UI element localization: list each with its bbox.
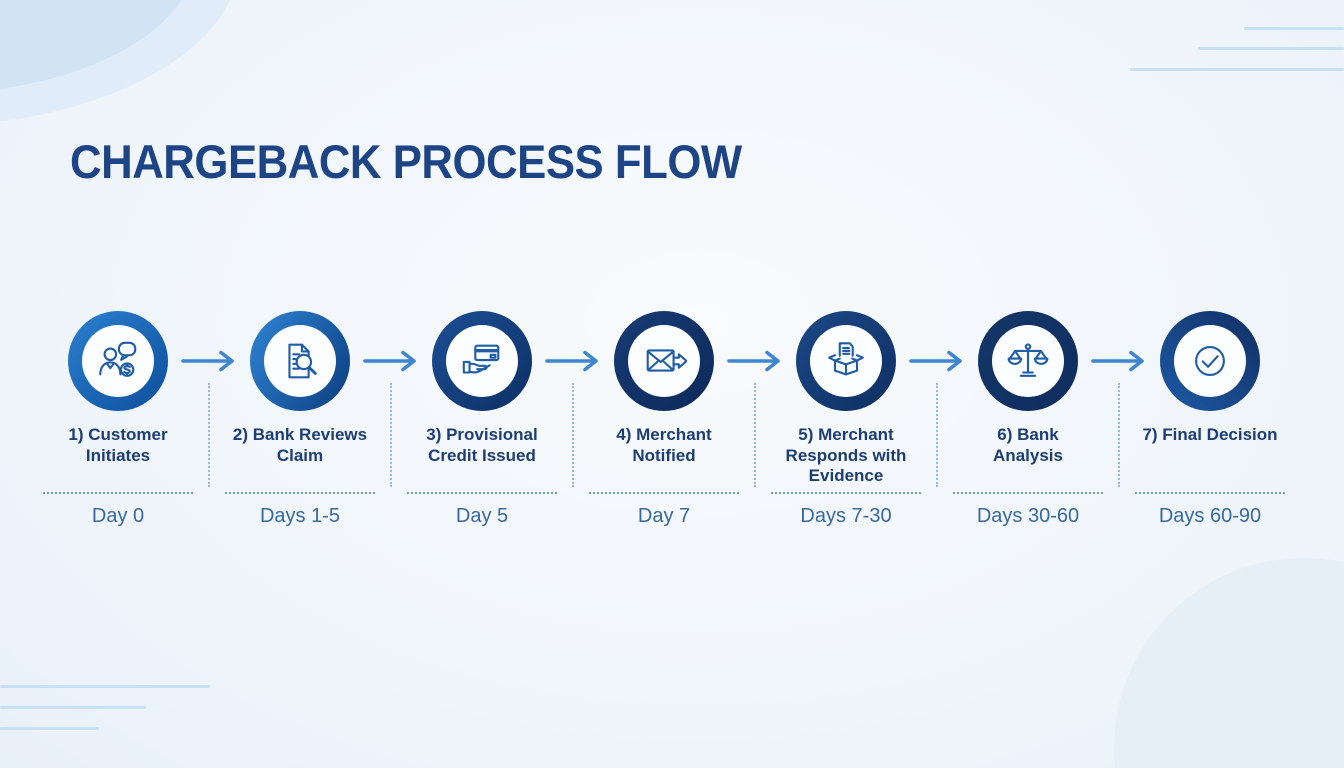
- step-label: 1) Customer Initiates: [68, 425, 168, 465]
- step-timeline: Day 0: [91, 505, 145, 527]
- timeline-dotted-divider: [407, 492, 557, 494]
- decor-line-bottom-left-2: [0, 706, 146, 709]
- timeline-drop-line: [1118, 383, 1120, 487]
- step-circle: [978, 311, 1078, 411]
- step-circle: [614, 311, 714, 411]
- process-step: 2) Bank Reviews Claim Days 1-5: [209, 311, 391, 541]
- decor-line-top-right-1: [1244, 27, 1344, 30]
- step-label: 3) Provisional Credit Issued: [426, 425, 538, 465]
- step-circle: [250, 311, 350, 411]
- step-circle: [432, 311, 532, 411]
- timeline-dotted-divider: [771, 492, 921, 494]
- step-timeline: Day 7: [637, 505, 691, 527]
- decor-circle-bottom-right: [1114, 558, 1344, 768]
- hand-credit-card-icon: [459, 338, 505, 384]
- timeline-dotted-divider: [43, 492, 193, 494]
- step-label: 2) Bank Reviews Claim: [232, 425, 368, 465]
- flow-arrow-icon: [180, 348, 238, 374]
- timeline-dotted-divider: [225, 492, 375, 494]
- flow-arrow-icon: [1090, 348, 1148, 374]
- step-timeline: Days 1-5: [259, 505, 341, 527]
- step-circle: [68, 311, 168, 411]
- timeline-drop-line: [208, 383, 210, 487]
- timeline-drop-line: [390, 383, 392, 487]
- customer-chat-dollar-icon: [95, 338, 141, 384]
- open-box-document-icon: [823, 338, 869, 384]
- timeline-drop-line: [572, 383, 574, 487]
- process-step: 6) Bank Analysis Days 30-60: [937, 311, 1119, 541]
- process-step: 3) Provisional Credit Issued Day 5: [391, 311, 573, 541]
- step-timeline: Days 30-60: [976, 505, 1080, 527]
- page-title: CHARGEBACK PROCESS FLOW: [70, 135, 742, 188]
- step-label: 7) Final Decision: [1142, 425, 1278, 444]
- balance-scale-icon: [1005, 338, 1051, 384]
- timeline-drop-line: [754, 383, 756, 487]
- step-label: 4) Merchant Notified: [616, 425, 712, 465]
- flow-arrow-icon: [544, 348, 602, 374]
- process-step: 5) Merchant Responds with Evidence Days …: [755, 311, 937, 541]
- process-step: 1) Customer Initiates Day 0: [27, 311, 209, 541]
- decor-line-bottom-left-1: [0, 685, 210, 688]
- flow-arrow-icon: [908, 348, 966, 374]
- decor-line-top-right-2: [1198, 47, 1344, 50]
- step-circle: [1160, 311, 1260, 411]
- step-timeline: Days 60-90: [1158, 505, 1262, 527]
- process-step: 4) Merchant Notified Day 7: [573, 311, 755, 541]
- decor-line-bottom-left-3: [0, 727, 99, 730]
- flow-arrow-icon: [726, 348, 784, 374]
- document-magnifier-icon: [277, 338, 323, 384]
- step-timeline: Day 5: [455, 505, 509, 527]
- timeline-dotted-divider: [589, 492, 739, 494]
- step-circle: [796, 311, 896, 411]
- flow-arrow-icon: [362, 348, 420, 374]
- timeline-dotted-divider: [953, 492, 1103, 494]
- decor-line-top-right-3: [1130, 68, 1344, 71]
- process-step: 7) Final Decision Days 60-90: [1119, 311, 1301, 541]
- process-steps: 1) Customer Initiates Day 0 2) Bank Revi…: [27, 311, 1301, 541]
- check-circle-icon: [1187, 338, 1233, 384]
- timeline-drop-line: [936, 383, 938, 487]
- step-label: 5) Merchant Responds with Evidence: [785, 425, 907, 486]
- envelope-forward-icon: [641, 338, 687, 384]
- step-label: 6) Bank Analysis: [993, 425, 1063, 465]
- timeline-dotted-divider: [1135, 492, 1285, 494]
- step-timeline: Days 7-30: [800, 505, 892, 527]
